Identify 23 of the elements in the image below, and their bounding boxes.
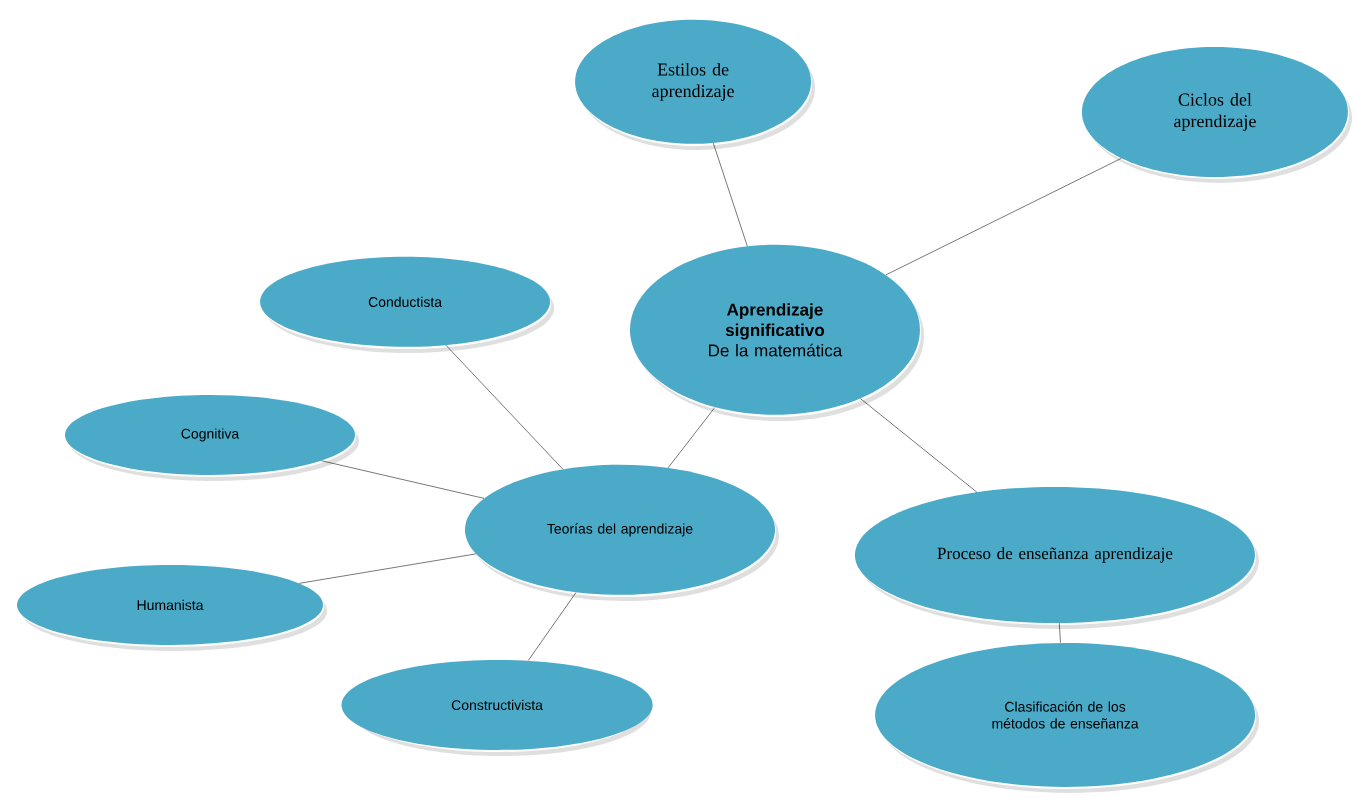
connector-line (299, 553, 476, 584)
connector-line (1059, 622, 1061, 643)
connector-line (527, 592, 577, 661)
ellipse-node: Conductista (260, 256, 555, 354)
connector-line (321, 460, 485, 499)
node-label: Estilos de aprendizaje (652, 62, 734, 101)
ellipse-node: Clasificación de los métodos de enseñanza (875, 642, 1260, 793)
ellipse-node: Proceso de enseñanza aprendizaje (854, 486, 1259, 629)
connector-line (713, 142, 748, 247)
ellipse-node: Aprendizaje significativo De la matemática (629, 244, 924, 422)
ellipse-node: Constructivista (341, 659, 653, 756)
connector-line (667, 407, 716, 469)
ellipse-node: Teorías del aprendizaje (465, 464, 779, 602)
ellipse-node: Estilos de aprendizaje (575, 19, 816, 150)
node-label: Cognitiva (181, 428, 240, 442)
ellipse-node: Ciclos del aprendizaje (1081, 47, 1352, 183)
connector-line (445, 345, 564, 470)
ellipse-node: Humanista (17, 564, 328, 651)
ellipse-node: Cognitiva (65, 394, 360, 481)
connector-line (860, 398, 977, 493)
connector-line (885, 158, 1122, 276)
node-label: Teorías del aprendizaje (547, 523, 693, 537)
node-label: Conductista (368, 296, 443, 308)
